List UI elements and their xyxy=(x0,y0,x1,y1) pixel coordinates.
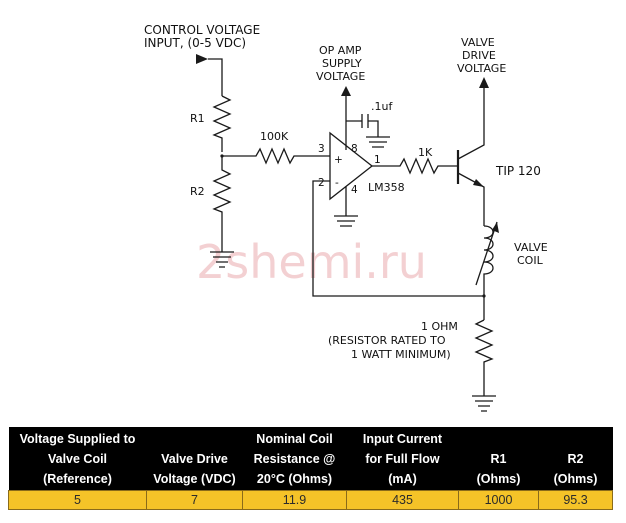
cell-voltage-supplied: 5 xyxy=(8,490,147,510)
valve-drive-label-line-1: VALVE xyxy=(461,36,495,49)
pin-3-label: 3 xyxy=(318,143,325,155)
valve-drive-label-line-2: DRIVE xyxy=(462,49,496,62)
header-input-current: Input Current for Full Flow (mA) xyxy=(346,427,459,491)
specification-table: Voltage Supplied to Valve Coil (Referenc… xyxy=(8,427,613,510)
bypass-capacitor xyxy=(346,114,379,137)
sense-label-line-2: (RESISTOR RATED TO xyxy=(328,334,446,347)
watermark: 2shemi.ru xyxy=(196,235,427,289)
input-label-line-1: CONTROL VOLTAGE xyxy=(144,23,260,37)
resistor-100k-label: 100K xyxy=(260,130,289,143)
plus-sign: + xyxy=(334,154,343,166)
sense-label-line-1: 1 OHM xyxy=(421,320,458,333)
sense-ground-icon xyxy=(472,395,496,412)
minus-sign: - xyxy=(335,177,339,189)
capacitor-label: .1uf xyxy=(371,100,393,113)
input-wire xyxy=(208,58,223,96)
header-valve-drive-voltage: Valve Drive Voltage (VDC) xyxy=(146,427,243,491)
input-arrow-icon xyxy=(196,54,208,64)
cell-coil-resistance: 11.9 xyxy=(242,490,347,510)
op-amp-ground-icon xyxy=(334,186,358,227)
pin-2-label: 2 xyxy=(318,177,325,189)
coil-junction-node xyxy=(482,294,486,298)
header-coil-resistance: Nominal Coil Resistance @ 20°C (Ohms) xyxy=(242,427,347,491)
table-header-row: Voltage Supplied to Valve Coil (Referenc… xyxy=(8,427,613,491)
resistor-1k-label: 1K xyxy=(418,146,433,159)
feedback-wire xyxy=(312,180,484,297)
capacitor-ground-icon xyxy=(366,136,390,148)
ground-icon xyxy=(210,251,234,268)
cell-r2: 95.3 xyxy=(538,490,613,510)
supply-arrow-icon xyxy=(341,86,351,96)
transistor-collector xyxy=(457,88,485,160)
resistor-r1 xyxy=(212,95,232,152)
r2-label: R2 xyxy=(190,185,205,198)
transistor-emitter xyxy=(457,172,485,226)
coil-variable-arrow xyxy=(475,221,498,286)
emitter-arrow-icon xyxy=(473,179,484,187)
header-r1: R1 (Ohms) xyxy=(458,427,539,491)
coil-label-line-1: VALVE xyxy=(514,241,548,254)
sense-label-line-3: 1 WATT MINIMUM) xyxy=(351,348,451,361)
header-r2: R2 (Ohms) xyxy=(538,427,613,491)
cell-valve-drive-voltage: 7 xyxy=(146,490,243,510)
pin-1-label: 1 xyxy=(374,154,381,166)
circuit-schematic: 2shemi.ru CONTROL VOLTAGE INPUT, (0-5 VD… xyxy=(144,23,548,412)
pin-4-label: 4 xyxy=(351,184,358,196)
transistor-label: TIP 120 xyxy=(495,164,541,178)
input-label-line-2: INPUT, (0-5 VDC) xyxy=(144,36,246,50)
pin-8-label: 8 xyxy=(351,143,358,155)
op-amp-lm358 xyxy=(329,131,374,201)
resistor-100k xyxy=(222,147,330,165)
coil-label-line-2: COIL xyxy=(517,254,544,267)
coil-arrow-head-icon xyxy=(492,222,499,233)
sense-resistor xyxy=(474,319,494,396)
op-amp-label: LM358 xyxy=(368,181,405,194)
supply-label-line-2: SUPPLY xyxy=(322,57,362,70)
cell-r1: 1000 xyxy=(458,490,539,510)
valve-drive-arrow-icon xyxy=(479,77,489,88)
valve-drive-label-line-3: VOLTAGE xyxy=(457,62,506,75)
r1-label: R1 xyxy=(190,112,205,125)
header-voltage-supplied: Voltage Supplied to Valve Coil (Referenc… xyxy=(8,427,147,491)
resistor-r2 xyxy=(212,156,232,252)
resistor-1k xyxy=(372,157,458,175)
supply-label-line-3: VOLTAGE xyxy=(316,70,365,83)
supply-label-line-1: OP AMP xyxy=(319,44,362,57)
valve-coil xyxy=(483,225,494,320)
table-row: 5 7 11.9 435 1000 95.3 xyxy=(8,490,613,510)
cell-input-current: 435 xyxy=(346,490,459,510)
